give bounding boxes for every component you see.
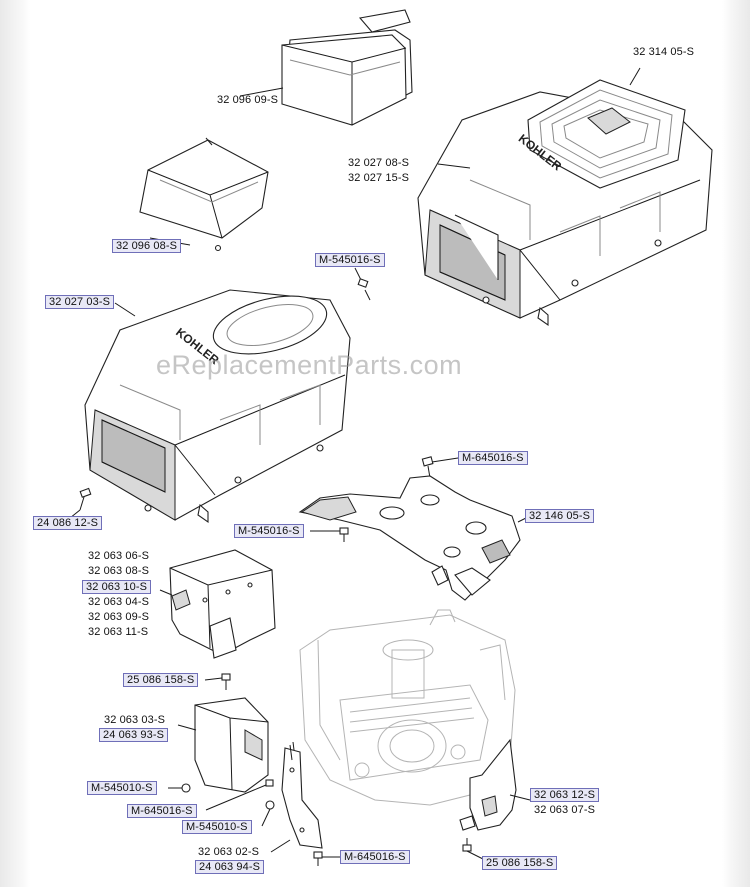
screw-m-545016-b[interactable] [310,527,349,542]
callout-m-545016-b[interactable]: M-545016-S [234,524,304,538]
watermark-text: eReplacementParts.com [156,350,463,380]
screw-m-545016-a[interactable] [354,267,371,301]
callout-m-545010-b[interactable]: M-545010-S [182,820,252,834]
callout-32-063-04[interactable]: 32 063 04-S [88,596,150,608]
shroud-32-063-03[interactable] [177,697,269,793]
screw-25-086-158-a[interactable] [204,673,231,690]
callout-32-063-10[interactable]: 32 063 10-S [82,580,152,594]
pad-32-096-09[interactable] [239,9,413,126]
callout-32-027-03[interactable]: 32 027 03-S [45,295,115,309]
nut-m-545010-b[interactable] [261,800,275,827]
shroud-32-063-06[interactable] [159,549,276,659]
blower-housing-lower[interactable]: KOHLER [84,286,351,524]
callout-32-146-05[interactable]: 32 146 05-S [525,509,595,523]
callout-24-063-94[interactable]: 24 063 94-S [195,860,265,874]
callout-32-096-09[interactable]: 32 096 09-S [217,94,279,106]
screw-m-645016-b[interactable] [205,779,274,811]
callout-24-063-93[interactable]: 24 063 93-S [99,728,169,742]
screw-m-645016-c[interactable] [313,851,342,866]
callout-m-545010-a[interactable]: M-545010-S [87,781,157,795]
callout-32-314-05[interactable]: 32 314 05-S [633,46,695,58]
screw-m-645016-a[interactable] [421,456,459,479]
screw-24-086-12[interactable] [69,487,92,519]
baffle-32-146-05[interactable] [298,475,527,601]
callout-m-545016-a[interactable]: M-545016-S [315,253,385,267]
callout-24-086-12[interactable]: 24 086 12-S [33,516,103,530]
callout-m-645016-a[interactable]: M-645016-S [458,451,528,465]
callout-32-027-08[interactable]: 32 027 08-S [348,157,410,169]
right-frame-margin [722,0,750,887]
left-frame-margin [0,0,30,887]
pad-32-096-08[interactable] [139,137,269,252]
callout-32-063-02[interactable]: 32 063 02-S [198,846,260,858]
callout-32-063-03[interactable]: 32 063 03-S [104,714,166,726]
callout-25-086-158-b[interactable]: 25 086 158-S [482,856,558,870]
bracket-32-063-02[interactable] [270,741,323,853]
callout-32-063-11[interactable]: 32 063 11-S [88,626,149,638]
callout-m-645016-c[interactable]: M-645016-S [340,850,410,864]
callout-25-086-158-a[interactable]: 25 086 158-S [123,673,199,687]
callout-32-063-09[interactable]: 32 063 09-S [88,611,150,623]
callout-32-027-15[interactable]: 32 027 15-S [348,172,410,184]
callout-32-063-12[interactable]: 32 063 12-S [530,788,600,802]
callout-m-645016-b[interactable]: M-645016-S [127,804,197,818]
callout-32-063-08[interactable]: 32 063 08-S [88,565,150,577]
callout-32-063-06[interactable]: 32 063 06-S [88,550,150,562]
blower-housing-upper[interactable]: KOHLER [417,67,713,327]
bracket-32-063-12[interactable] [459,738,531,831]
callout-32-063-07[interactable]: 32 063 07-S [534,804,596,816]
callout-32-096-08[interactable]: 32 096 08-S [112,239,182,253]
nut-m-545010-a[interactable] [168,783,191,793]
